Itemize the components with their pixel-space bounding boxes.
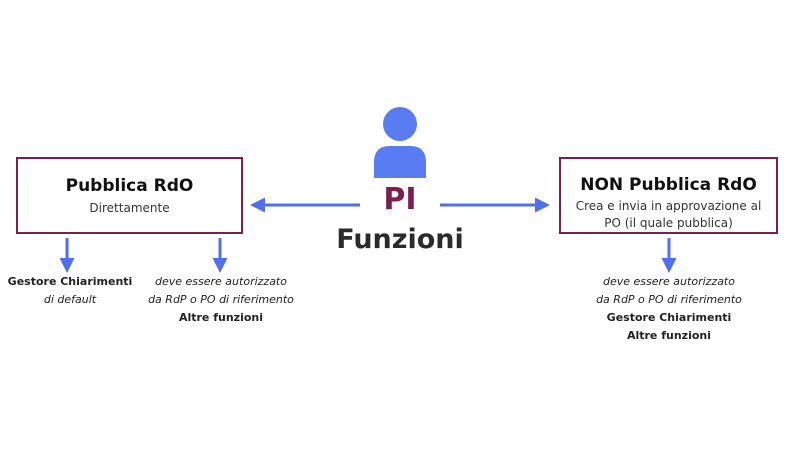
right-note: deve essere autorizzato da RdP o PO di r… [588,273,750,345]
center-title: PI [383,182,417,217]
right-box-title: NON Pubblica RdO [580,175,757,195]
left-box: Pubblica RdO Direttamente [16,157,243,234]
center-subtitle: Funzioni [336,224,464,255]
person-icon [374,107,426,178]
left-note-2-line-3: Altre funzioni [178,311,264,324]
right-note-line-1: deve essere autorizzato [603,275,735,288]
right-box-subtitle-line-1: Crea e invia in approvazione al [575,199,762,213]
left-box-title: Pubblica RdO [65,176,194,196]
left-note-2-line-2: da RdP o PO di riferimento [148,293,294,306]
left-note-2: deve essere autorizzato da RdP o PO di r… [140,273,302,327]
left-box-subtitle: Direttamente [89,201,170,215]
right-box-subtitle-line-2: PO (il quale pubblica) [604,216,733,230]
left-note-2-line-1: deve essere autorizzato [155,275,287,288]
right-box: NON Pubblica RdO Crea e invia in approva… [559,157,778,234]
right-note-line-3: Gestore Chiarimenti [606,311,732,324]
left-note-1-line-1: Gestore Chiarimenti [7,275,133,288]
left-note-1: Gestore Chiarimenti di default [0,273,140,309]
right-note-line-4: Altre funzioni [626,329,712,342]
left-note-1-line-2: di default [43,293,97,306]
right-note-line-2: da RdP o PO di riferimento [596,293,742,306]
